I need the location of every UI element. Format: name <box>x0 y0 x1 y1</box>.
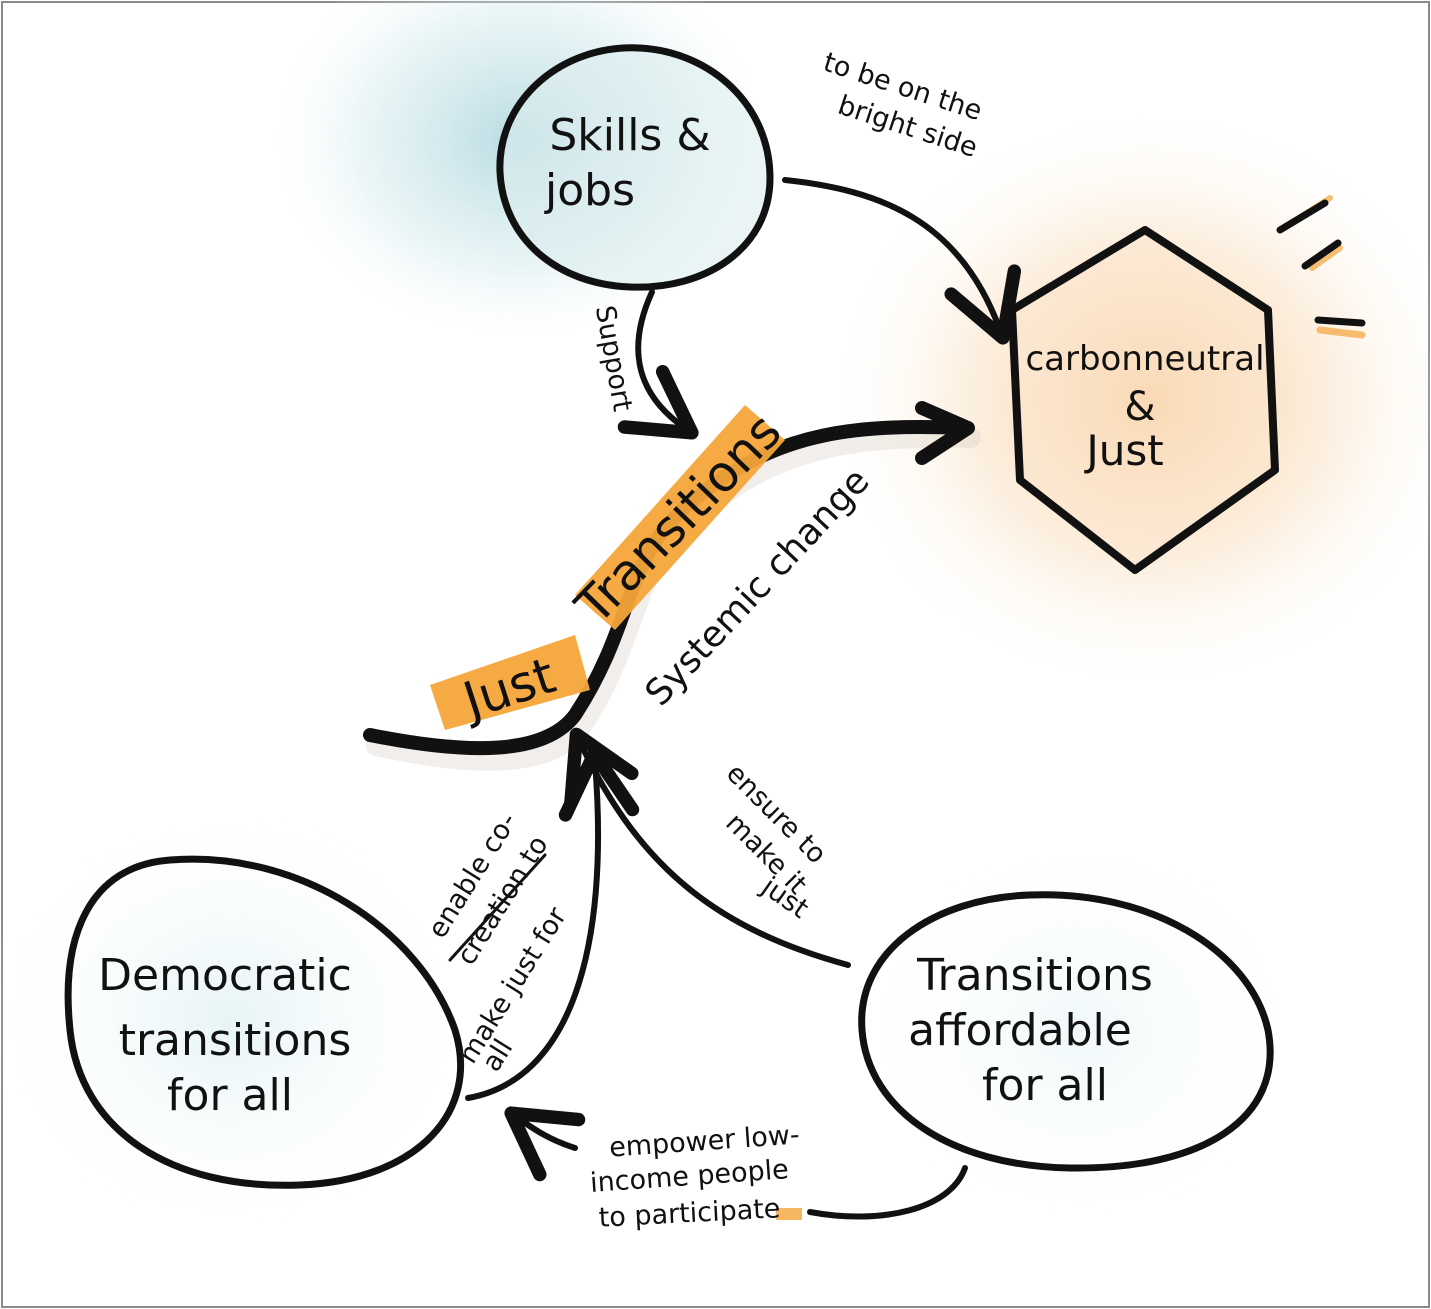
shine-rays-icon <box>1276 195 1366 339</box>
just-label: Just <box>454 646 562 731</box>
skills-label-line-2: jobs <box>544 165 635 216</box>
democratic-label-line-2: transitions <box>119 1015 352 1066</box>
skills-label-line-1: Skills & <box>549 110 710 161</box>
goal-label-line-1: carbonneutral <box>1025 339 1264 379</box>
empower-label-line-3: to participate <box>598 1193 781 1233</box>
node-democratic: Democratic transitions for all <box>64 855 465 1189</box>
affordable-glow <box>830 810 1330 1250</box>
goal-label-line-3: Just <box>1083 426 1163 475</box>
node-goal-hexagon: carbonneutral & Just <box>1008 226 1279 574</box>
affordable-label-line-3: for all <box>982 1060 1108 1111</box>
democratic-label-line-3: for all <box>167 1070 293 1121</box>
node-affordable: Transitions affordable for all <box>858 891 1274 1172</box>
democratic-label-line-1: Democratic <box>98 950 352 1001</box>
edge-affordable-to-path: ensure to make it just <box>564 727 851 968</box>
goal-label-line-2: & <box>1124 384 1155 430</box>
label-divider <box>448 853 547 962</box>
affordable-label-line-1: Transitions <box>916 950 1153 1001</box>
node-skills-jobs: Skills & jobs <box>496 44 774 291</box>
affordable-label-line-2: affordable <box>908 1005 1132 1056</box>
